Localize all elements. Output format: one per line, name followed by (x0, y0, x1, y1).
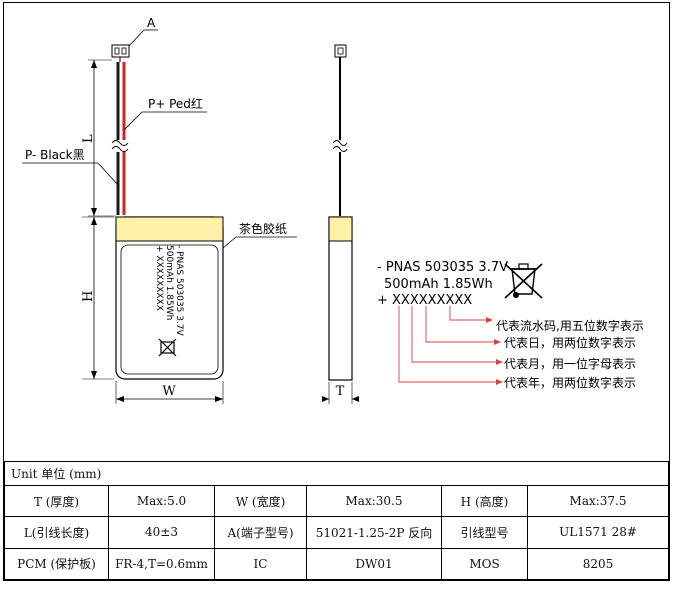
positive-lead-label: P+ Ped红 (148, 96, 203, 111)
outer-border (3, 2, 670, 581)
marking-detail: - PNAS 503035 3.7V 500mAh 1.85Wh + XXXXX… (377, 260, 508, 308)
connector-side (334, 44, 347, 58)
tape-strip (115, 216, 224, 242)
cell-print-line3: + XXXXXXXXX (154, 245, 164, 311)
cell-front-view (115, 216, 224, 380)
width-dimension (115, 381, 224, 404)
marking-line2: 500mAh 1.85Wh (384, 277, 493, 292)
height-dimension (82, 216, 114, 380)
marking-line1: - PNAS 503035 3.7V (377, 260, 508, 275)
table-cell: H (高度) (441, 485, 528, 518)
table-row: L(引线长度) 40±3 A(端子型号) 51021-1.25-2P 反向 引线… (4, 516, 670, 549)
cell-print-line2: 500mAh 1.85Wh (164, 245, 174, 320)
table-cell: IC (214, 547, 307, 581)
table-cell: Max:37.5 (526, 485, 670, 518)
table-cell: 40±3 (108, 516, 215, 549)
note-month: 代表月，用一位字母表示 (504, 356, 636, 371)
table-row: PCM (保护板) FR-4,T=0.6mm IC DW01 MOS 8205 (4, 547, 670, 581)
connector-label: A (147, 16, 156, 30)
height-dimension-label: H (81, 291, 96, 302)
length-dimension-label: L (81, 134, 96, 143)
thickness-dimension-label: T (336, 384, 345, 399)
table-cell: W (宽度) (214, 485, 307, 518)
lead-wires (111, 62, 129, 215)
note-day: 代表日，用两位数字表示 (504, 335, 636, 350)
table-cell: PCM (保护板) (4, 547, 109, 581)
cell-print-line1: - PNAS 503035 3.7V (174, 245, 184, 337)
thickness-dimension (322, 382, 359, 404)
spec-table: Unit 单位 (mm) T (厚度) Max:5.0 W (宽度) Max:3… (3, 460, 670, 581)
table-cell: A(端子型号) (214, 516, 307, 549)
negative-lead-label: P- Black黑 (25, 148, 85, 162)
unit-label: Unit 单位 (mm) (3, 460, 670, 487)
cell-print: - PNAS 503035 3.7V 500mAh 1.85Wh + XXXXX… (154, 245, 184, 337)
note-year: 代表年，用两位数字表示 (504, 375, 636, 390)
length-dimension (88, 59, 116, 217)
table-cell: MOS (441, 547, 528, 581)
note-arrowheads (486, 317, 503, 385)
weee-bin-icon (504, 263, 543, 299)
table-cell: T (厚度) (4, 485, 109, 518)
tape-label: 茶色胶纸 (239, 221, 287, 236)
table-cell: Max:5.0 (108, 485, 215, 518)
table-cell: Max:30.5 (306, 485, 442, 518)
table-cell: FR-4,T=0.6mm (108, 547, 215, 581)
table-cell: 51021-1.25-2P 反向 (306, 516, 442, 549)
table-cell: UL1571 28# (526, 516, 670, 549)
table-cell: DW01 (306, 547, 442, 581)
note-arrows (398, 306, 498, 383)
unit-row: Unit 单位 (mm) (3, 460, 670, 487)
note-serial: 代表流水码,用五位数字表示 (496, 318, 644, 333)
width-dimension-label: W (162, 384, 176, 399)
crossed-bin-icon (158, 338, 177, 357)
table-cell: L(引线长度) (4, 516, 109, 549)
connector-front (111, 44, 130, 62)
marking-line3: + XXXXXXXXX (377, 293, 472, 308)
table-cell: 引线型号 (441, 516, 528, 549)
table-cell: 8205 (526, 547, 670, 581)
cell-side-view (328, 216, 353, 381)
side-lead-wire (332, 57, 348, 216)
table-row: T (厚度) Max:5.0 W (宽度) Max:30.5 H (高度) Ma… (4, 485, 670, 518)
